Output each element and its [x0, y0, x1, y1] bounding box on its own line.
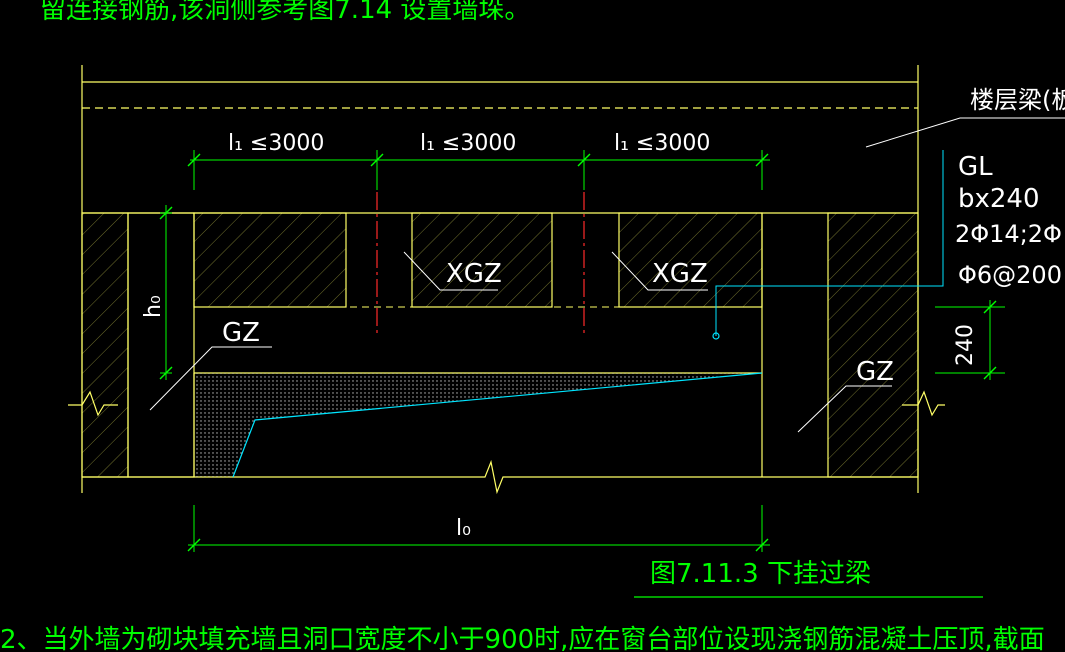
dim-240-label: 240 — [953, 324, 978, 366]
xgz-right-label: XGZ — [652, 259, 708, 289]
leaders — [149, 117, 1065, 433]
h0-dimension — [159, 205, 173, 380]
span-label-3: l₁ ≤3000 — [614, 131, 710, 156]
span-label-2: l₁ ≤3000 — [420, 131, 516, 156]
gl-size: bx240 — [958, 184, 1040, 214]
note-top: 留连接钢筋,该洞侧参考图7.14 设置墙垛。 — [40, 0, 530, 25]
xgz-left-label: XGZ — [446, 259, 502, 289]
figure-caption: 图7.11.3 下挂过梁 — [650, 559, 871, 589]
top-dimensions — [187, 150, 770, 190]
gl-main-bars: 2Φ14;2Φ — [955, 220, 1062, 248]
note-bottom: 2、当外墙为砌块填充墙且洞口宽度不小于900时,应在窗台部位设现浇钢筋混凝土压顶… — [0, 625, 1045, 652]
h0-label: h₀ — [141, 295, 166, 318]
bottom-wall-line — [82, 459, 918, 495]
gz-right-label: GZ — [856, 357, 894, 387]
gl-stirrups: Φ6@200 — [958, 261, 1062, 289]
right-wall — [761, 212, 945, 478]
span-label-1: l₁ ≤3000 — [228, 131, 324, 156]
gz-left-label: GZ — [222, 318, 260, 348]
gl-name: GL — [958, 152, 993, 182]
axis-lines — [376, 192, 585, 336]
floor-beam-label: 楼层梁(板 — [970, 86, 1065, 114]
hanging-beam-blocks — [193, 212, 763, 373]
240-dimension — [935, 300, 1005, 380]
l0-dimension — [187, 505, 770, 552]
left-wall — [68, 212, 195, 478]
l0-label: l₀ — [456, 516, 471, 541]
opening — [193, 372, 763, 478]
